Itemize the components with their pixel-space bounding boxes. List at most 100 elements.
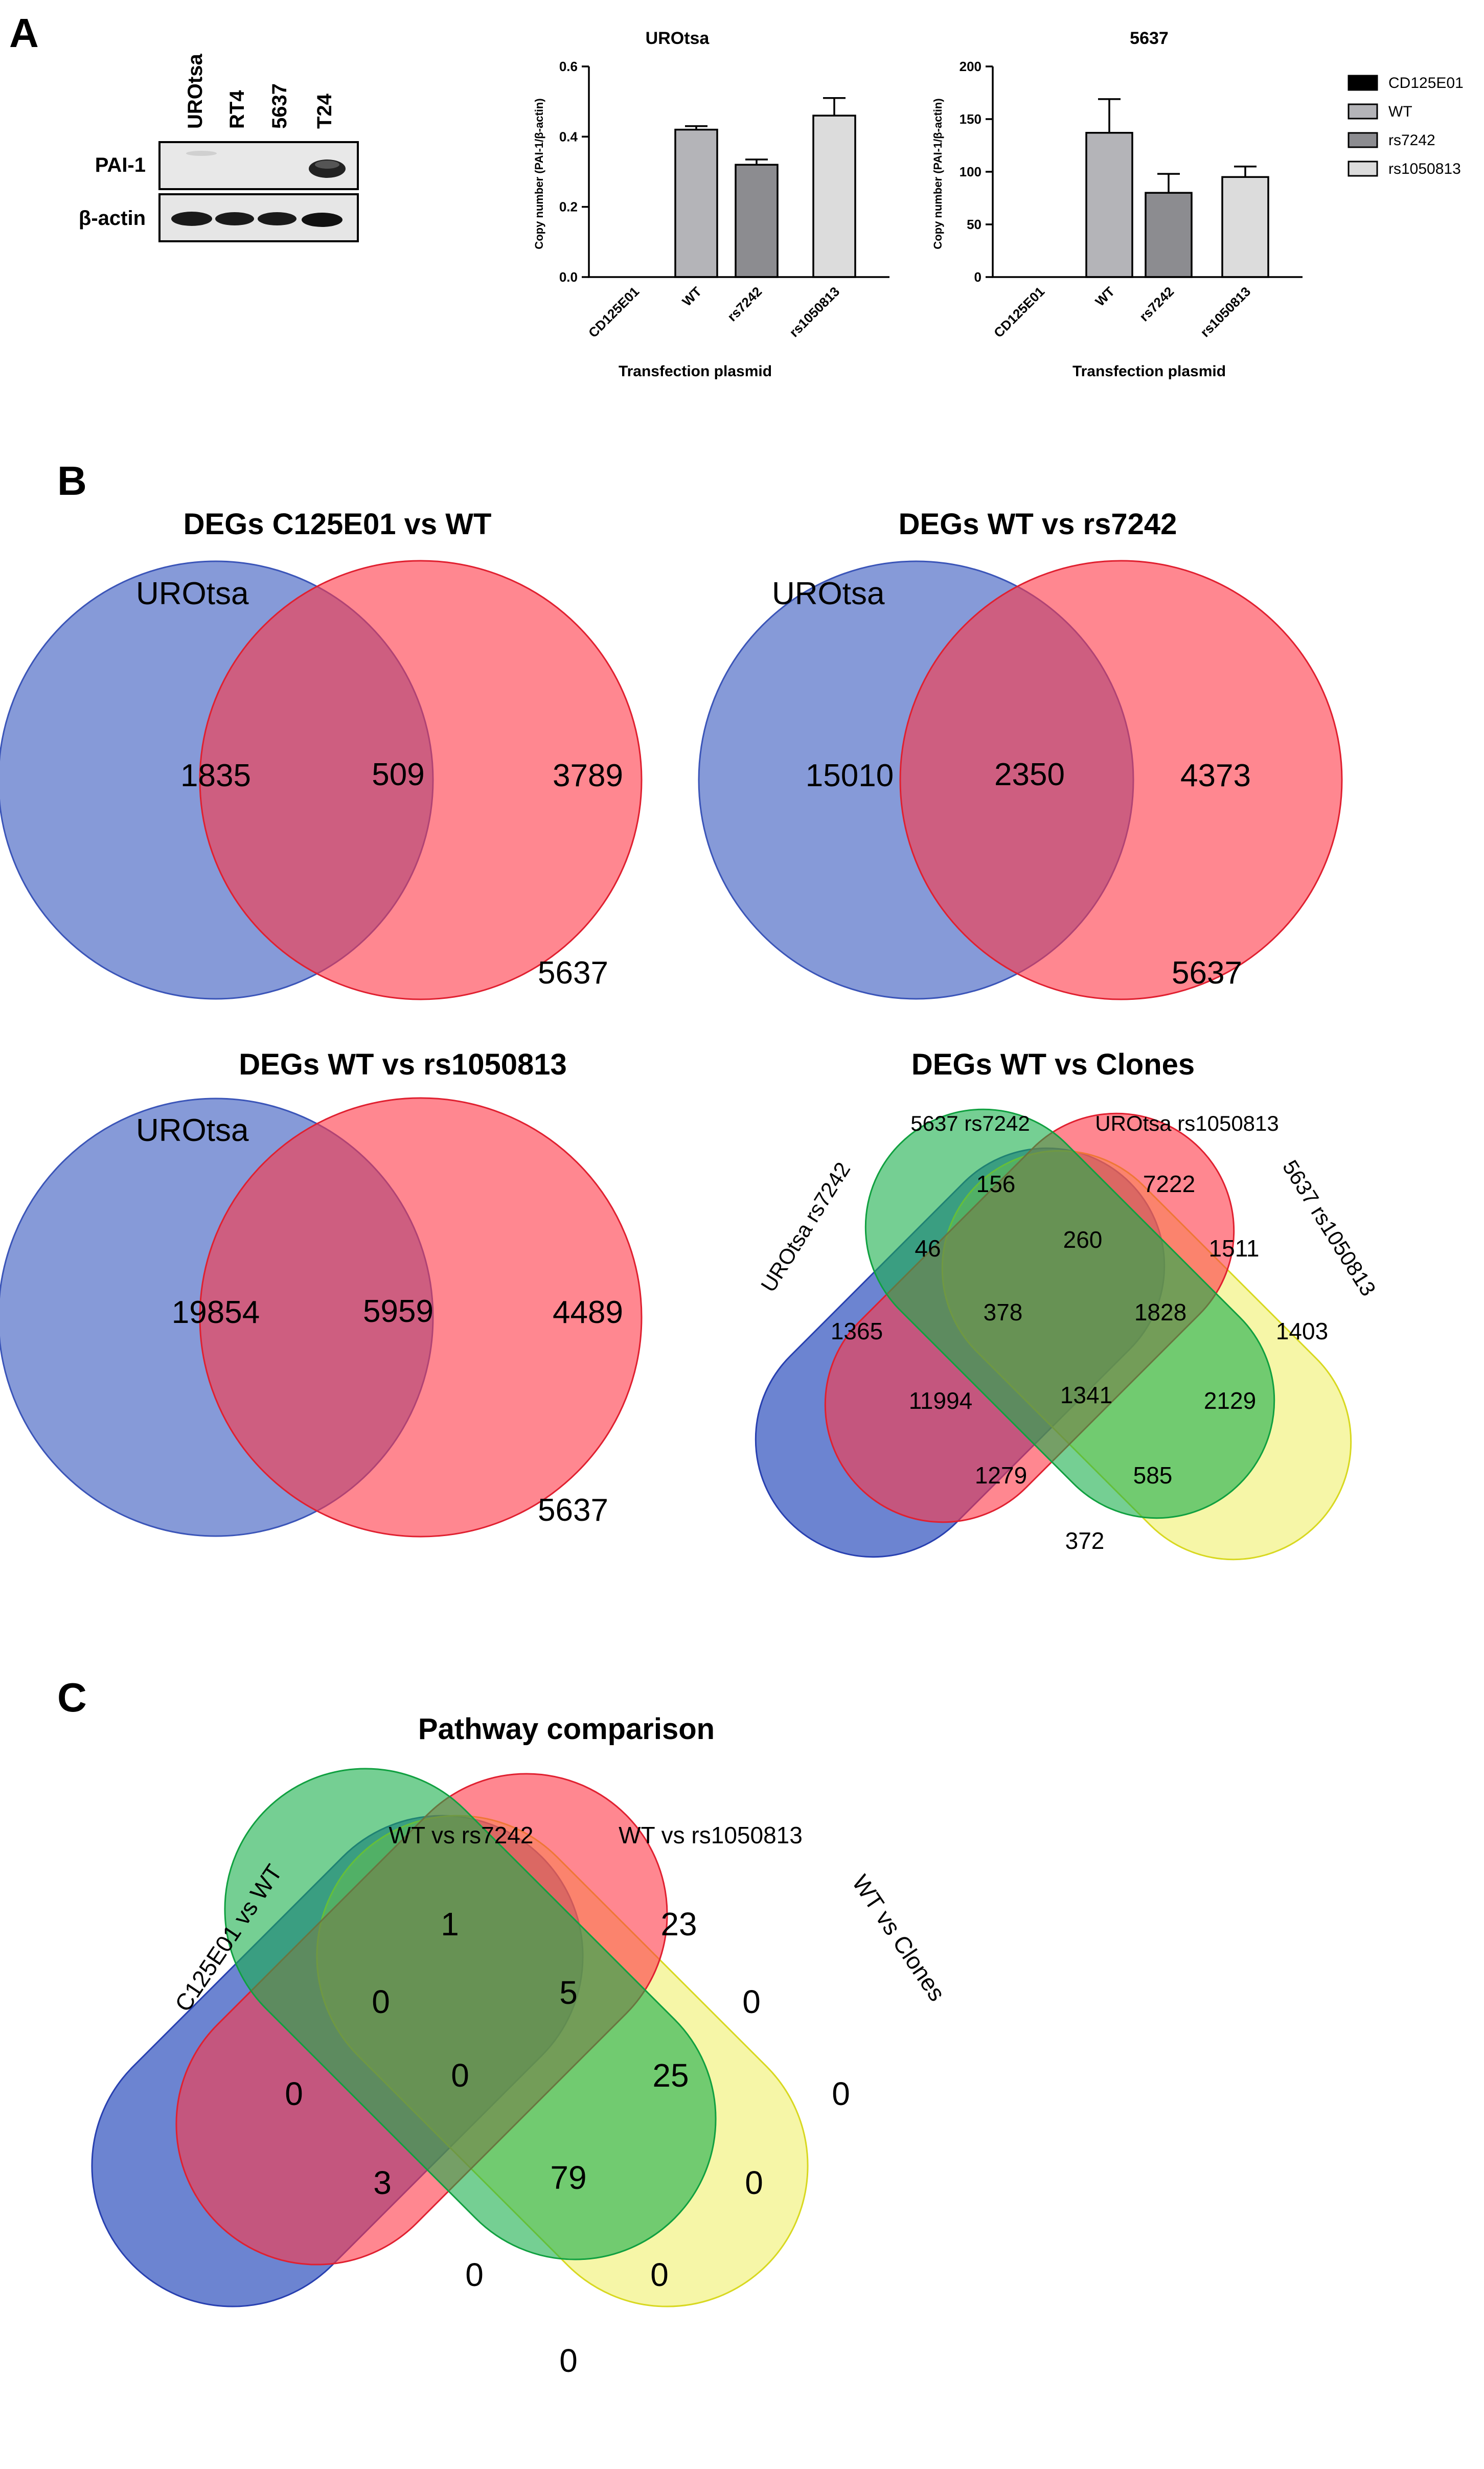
- y-tick-label: 0.6: [559, 59, 578, 74]
- legend-swatch: [1348, 103, 1378, 120]
- venn-count: 11994: [909, 1387, 973, 1414]
- venn-count: 372: [1065, 1527, 1105, 1554]
- venn-count: 0: [465, 2256, 484, 2293]
- blot-row-label-pai1: PAI-1: [95, 154, 146, 176]
- legend: CD125E01 WT rs7242 rs1050813: [1348, 75, 1464, 177]
- venn-count: 0: [285, 2075, 303, 2112]
- bar: [674, 128, 718, 278]
- venn-count: 378: [984, 1299, 1023, 1325]
- panel-label-b: B: [57, 458, 87, 504]
- venn-set-label: WT vs rs1050813: [619, 1822, 803, 1848]
- y-tick-label: 150: [960, 111, 981, 127]
- western-blot: UROtsa RT4 5637 T24 PAI-1 β-actin: [79, 54, 359, 242]
- x-tick-group: CD125E01: [585, 284, 642, 340]
- venn-count: 46: [915, 1235, 941, 1262]
- venn-count: 1341: [1060, 1382, 1112, 1408]
- venn-title: DEGs WT vs rs7242: [899, 508, 1177, 541]
- bar: [1085, 132, 1133, 278]
- venn-set-urotsa-rs1050813: [864, 1108, 1275, 1519]
- venn-count: 7222: [1143, 1171, 1195, 1197]
- venn-set-label: WT vs rs7242: [389, 1822, 534, 1848]
- blot-row-label-actin: β-actin: [79, 207, 146, 230]
- venn-title: DEGs WT vs rs1050813: [239, 1048, 567, 1081]
- x-axis-label: Transfection plasmid: [619, 363, 772, 380]
- venn4-pathway-comparison: Pathway comparison WT vs rs7242 WT vs rs…: [91, 1712, 951, 2379]
- venn-set-label: WT vs Clones: [847, 1870, 951, 2006]
- venn-count: 2350: [994, 757, 1065, 792]
- bar: [735, 164, 779, 278]
- x-tick-group: rs1050813: [1197, 284, 1253, 340]
- venn-count: 0: [650, 2256, 669, 2293]
- x-tick-group: rs1050813: [786, 284, 842, 340]
- venn-set-label: UROtsa rs7242: [756, 1158, 855, 1296]
- venn-count: 509: [372, 757, 424, 792]
- blot-band: [315, 161, 339, 169]
- venn-count: 1365: [831, 1318, 883, 1344]
- y-axis-label: Copy number (PAI-1/β-actin): [533, 98, 545, 249]
- chart-title: UROtsa: [646, 29, 710, 48]
- x-axis-label: Transfection plasmid: [1072, 363, 1226, 380]
- y-tick-label: 200: [960, 59, 981, 74]
- venn-set-label: UROtsa: [136, 1113, 249, 1148]
- blot-band: [302, 213, 343, 227]
- bar: [1221, 176, 1269, 278]
- y-tick-label: 50: [967, 217, 981, 232]
- venn-set-label: 5637: [538, 955, 608, 991]
- venn-set-label: UROtsa: [136, 576, 249, 611]
- venn4-degs-wt-vs-clones: DEGs WT vs Clones 5637 rs7242 UROtsa rs1…: [755, 1048, 1381, 1561]
- venn-count: 15010: [806, 758, 894, 793]
- x-tick-label: rs7242: [724, 284, 765, 324]
- venn-set-wt-vs-rs1050813: [224, 1768, 717, 2260]
- x-tick-label: WT: [679, 284, 704, 309]
- x-tick-label: rs1050813: [1197, 284, 1253, 340]
- venn-degs-wt-vs-rs1050813: DEGs WT vs rs1050813 UROtsa 5637 19854 5…: [0, 1048, 643, 1538]
- venn-set-5637: [899, 560, 1343, 1000]
- blot-band: [258, 212, 296, 225]
- venn-count: 0: [372, 1983, 390, 2020]
- venn-set-5637: [199, 560, 643, 1000]
- y-axis-label: Copy number (PAI-1/β-actin): [931, 98, 944, 249]
- venn-count: 4489: [553, 1295, 623, 1330]
- lane-label: RT4: [226, 90, 248, 129]
- venn-count: 25: [652, 2057, 689, 2094]
- x-tick-group: WT: [1092, 284, 1117, 309]
- venn-count: 4373: [1180, 758, 1251, 793]
- x-tick-label: CD125E01: [991, 284, 1047, 340]
- y-tick-label: 0.2: [559, 199, 578, 215]
- legend-swatch: [1348, 75, 1378, 91]
- panel-label-c: C: [57, 1675, 87, 1720]
- venn-count: 5959: [363, 1294, 433, 1329]
- venn-count: 156: [976, 1171, 1016, 1197]
- venn-set-label: 5637: [538, 1493, 608, 1528]
- venn-set-5637: [199, 1097, 643, 1538]
- chart-title: 5637: [1130, 29, 1169, 48]
- venn-count: 1403: [1276, 1318, 1328, 1344]
- legend-label: rs7242: [1388, 132, 1435, 149]
- venn-count: 585: [1133, 1462, 1173, 1489]
- venn-degs-c125e01-vs-wt: DEGs C125E01 vs WT UROtsa 5637 1835 509 …: [0, 508, 643, 1000]
- venn-count: 79: [550, 2159, 586, 2196]
- venn-count: 0: [559, 2342, 578, 2379]
- venn-set-label: 5637 rs1050813: [1278, 1156, 1381, 1300]
- blot-band: [215, 212, 254, 225]
- legend-label: rs1050813: [1388, 161, 1461, 177]
- venn-count: 19854: [172, 1295, 260, 1330]
- x-tick-group: rs7242: [724, 284, 765, 324]
- venn-degs-wt-vs-rs7242: DEGs WT vs rs7242 UROtsa 5637 15010 2350…: [698, 508, 1343, 1000]
- panel-label-a: A: [9, 10, 39, 56]
- venn-title: DEGs C125E01 vs WT: [184, 508, 492, 541]
- venn-count: 1828: [1134, 1299, 1186, 1325]
- bar: [812, 115, 856, 278]
- x-tick-label: rs7242: [1136, 284, 1177, 324]
- venn-count: 0: [451, 2057, 469, 2094]
- venn-set-label: UROtsa rs1050813: [1095, 1111, 1279, 1135]
- y-tick-label: 0.4: [559, 129, 578, 144]
- venn-count: 0: [832, 2075, 850, 2112]
- legend-swatch: [1348, 132, 1378, 148]
- venn-set-label: 5637: [1172, 955, 1242, 991]
- x-tick-label: rs1050813: [786, 284, 842, 340]
- x-tick-group: WT: [679, 284, 704, 309]
- x-tick-group: CD125E01: [991, 284, 1047, 340]
- venn-set-label: UROtsa: [772, 576, 885, 611]
